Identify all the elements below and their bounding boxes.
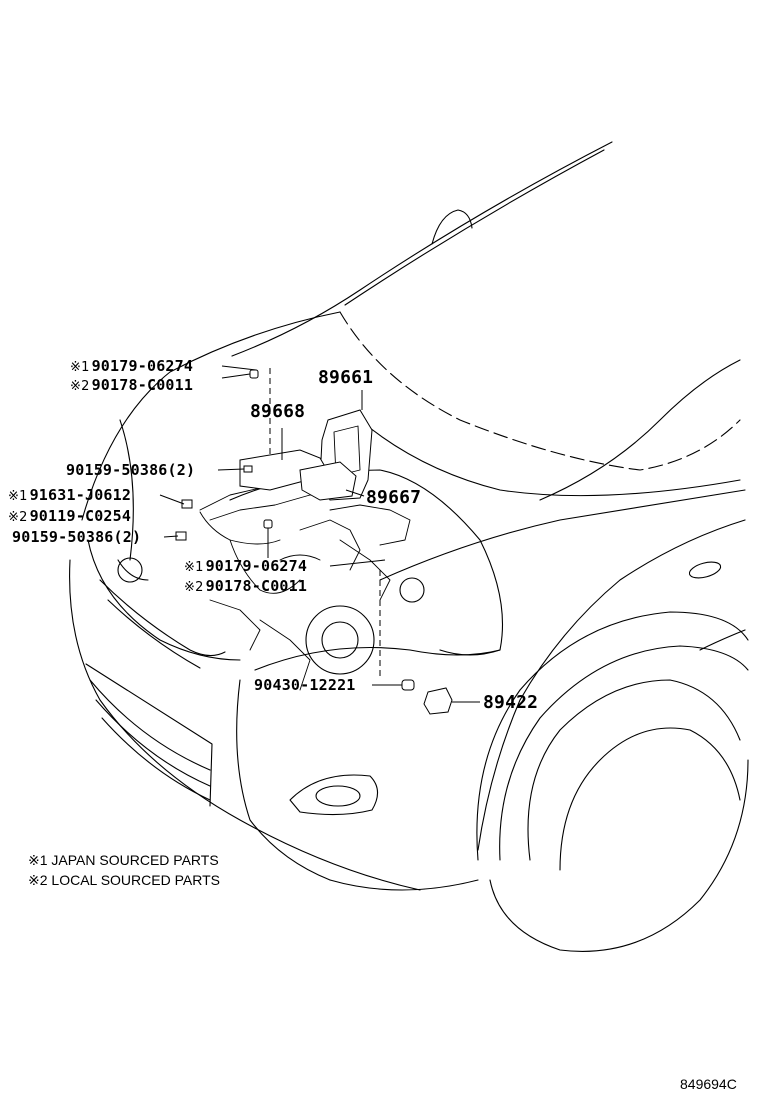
local-mark: ※2 [70, 379, 90, 394]
callout-89667: 89667 [366, 487, 422, 508]
legend-japan-sourced: ※1 JAPAN SOURCED PARTS [28, 850, 219, 870]
legend-text: JAPAN SOURCED PARTS [51, 852, 219, 868]
wheel-arch-inner [499, 645, 749, 861]
japan-mark: ※1 [184, 560, 204, 575]
diagram-code: 849694C [680, 1076, 737, 1092]
grille-upper [99, 579, 226, 657]
bumper-top [87, 539, 241, 661]
leader-89667 [345, 489, 365, 497]
windshield-edge [231, 141, 613, 357]
bolt-b [181, 499, 193, 509]
leader-90179-top [221, 365, 257, 371]
legend-text: LOCAL SOURCED PARTS [51, 872, 220, 888]
nut-top [249, 369, 259, 379]
part-number: 90178-C0011 [205, 577, 308, 595]
corner-lamp-lens [117, 557, 143, 583]
callout-90159-50386-top: 90159-50386(2) [66, 461, 196, 479]
bolt-a [243, 465, 253, 473]
japan-mark: ※1 [8, 489, 28, 504]
lower-grille-3 [101, 717, 211, 801]
engine-part-d [329, 504, 411, 546]
engine-part-g [259, 619, 311, 691]
part-number: 91631-J0612 [29, 486, 132, 504]
tire-rim [559, 727, 741, 871]
fender-body [477, 519, 746, 851]
local-mark: ※2 [184, 580, 204, 595]
tire-inner [527, 679, 741, 861]
corner-lamp [117, 559, 149, 581]
callout-89422: 89422 [483, 692, 539, 713]
bracket-89667 [299, 461, 357, 501]
ecu-detail [333, 425, 361, 477]
engine-part-e [339, 539, 391, 601]
engine-part-b [229, 539, 301, 594]
side-marker [688, 561, 722, 579]
lower-grille-2 [95, 699, 211, 787]
fog-lamp-inner [315, 785, 361, 807]
lower-grille-1 [89, 679, 211, 771]
legend-mark: ※2 [28, 872, 48, 888]
leader-90159-bottom [163, 535, 179, 538]
grille-upper-2 [107, 599, 201, 669]
callout-89661: 89661 [318, 367, 374, 388]
nut-mid [263, 519, 273, 529]
hood-front-edge [81, 311, 341, 521]
leader-90159-top [217, 468, 245, 471]
engine-part-h [279, 554, 321, 561]
headlamp-ring [119, 419, 134, 561]
bumper-side [236, 679, 331, 881]
part-number: 90179-06274 [91, 357, 194, 375]
callout-90159-50386-bottom: 90159-50386(2) [12, 528, 142, 546]
sensor-89422 [423, 687, 453, 715]
part-number: 90119-C0254 [29, 507, 132, 525]
japan-mark: ※1 [70, 360, 90, 375]
side-character-line [699, 629, 746, 651]
local-mark: ※2 [8, 510, 28, 525]
hood-outline [339, 311, 741, 471]
part-number: 90179-06274 [205, 557, 308, 575]
callout-90430-12221: 90430-12221 [254, 676, 356, 694]
tire-outer [489, 759, 749, 952]
leader-91631 [159, 494, 185, 505]
mirror-outline [431, 209, 473, 245]
lower-grille-frame [85, 663, 213, 807]
hood-crease [359, 419, 741, 497]
wheel-arch-outer [476, 611, 749, 861]
headlamp-inner-lens [321, 621, 359, 659]
fog-lamp-outer [289, 774, 379, 816]
engine-part-f [209, 599, 261, 651]
bumper-lower [329, 879, 479, 891]
headlamp-lens [305, 605, 375, 675]
windshield-edge-inner [344, 149, 605, 306]
fender-line [379, 489, 746, 581]
legend-mark: ※1 [28, 852, 48, 868]
fender-top [539, 359, 741, 501]
bumper-face [69, 559, 421, 891]
legend-local-sourced: ※2 LOCAL SOURCED PARTS [28, 870, 220, 890]
headlamp-small-lens [399, 577, 425, 603]
leader-90178-top [221, 373, 251, 379]
callout-89668: 89668 [250, 401, 306, 422]
part-number: 90178-C0011 [91, 376, 194, 394]
headlamp-lower [254, 646, 501, 671]
engine-part-c [299, 519, 361, 571]
leader-90178-mid [329, 559, 386, 567]
grommet-90430 [401, 679, 415, 691]
